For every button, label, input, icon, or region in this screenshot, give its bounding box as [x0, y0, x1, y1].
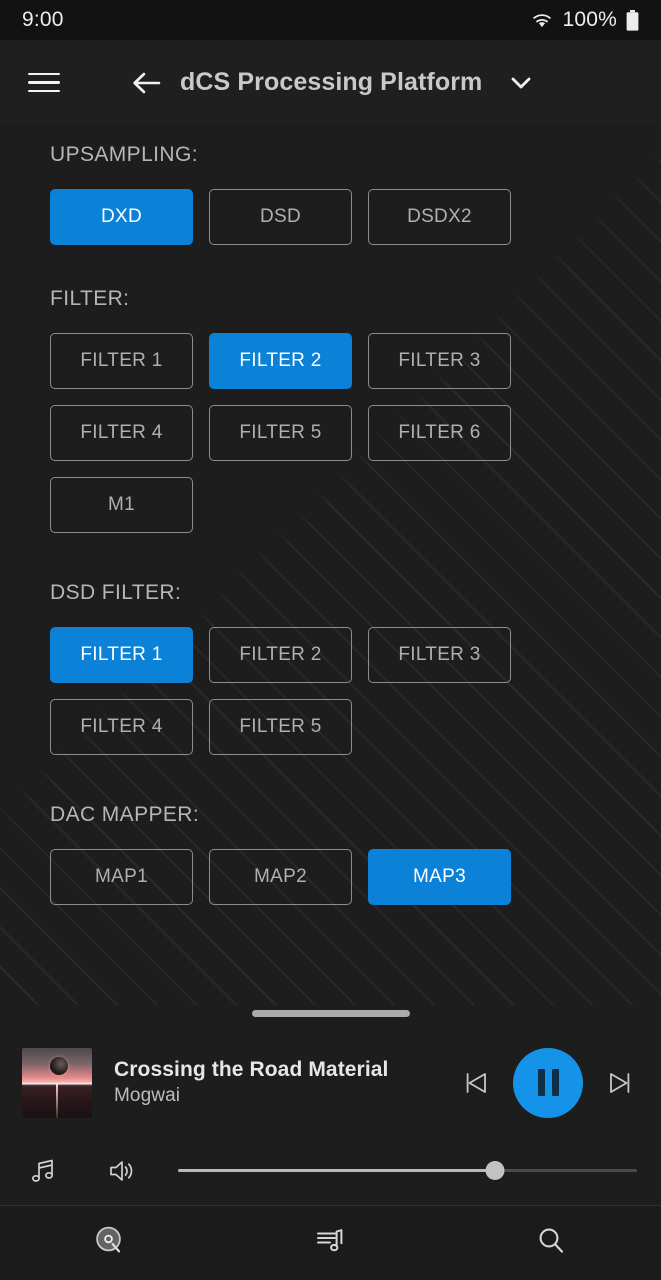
- status-bar-clock: 9:00: [22, 8, 64, 31]
- pause-bar-left: [537, 1069, 545, 1096]
- option-button[interactable]: FILTER 2: [209, 627, 352, 683]
- bottom-navigation: [0, 1206, 661, 1280]
- option-button[interactable]: MAP3: [368, 849, 511, 905]
- option-button[interactable]: DSD: [209, 189, 352, 245]
- option-button[interactable]: FILTER 3: [368, 333, 511, 389]
- track-title: Crossing the Road Material: [114, 1058, 389, 1081]
- option-button[interactable]: FILTER 6: [368, 405, 511, 461]
- option-button[interactable]: FILTER 2: [209, 333, 352, 389]
- volume-slider-fill: [178, 1169, 495, 1172]
- section-upsampling: UPSAMPLING: DXD DSD DSDX2: [50, 125, 661, 245]
- pause-button[interactable]: [513, 1047, 583, 1118]
- battery-percentage: 100%: [562, 8, 617, 31]
- pause-bar-right: [551, 1069, 559, 1096]
- wifi-icon: [531, 12, 553, 29]
- volume-slider[interactable]: [178, 1159, 637, 1183]
- battery-full-icon: [626, 9, 639, 31]
- option-button[interactable]: M1: [50, 477, 193, 533]
- bottom-nav-divider: [0, 1205, 661, 1206]
- track-metadata: Crossing the Road Material Mogwai: [114, 1058, 388, 1107]
- now-playing-bar: Crossing the Road Material Mogwai: [0, 1005, 661, 1205]
- option-button[interactable]: DXD: [50, 189, 193, 245]
- now-playing-row[interactable]: Crossing the Road Material Mogwai: [0, 1035, 661, 1130]
- option-button[interactable]: FILTER 3: [368, 627, 511, 683]
- option-grid: MAP1 MAP2 MAP3: [50, 849, 532, 905]
- drag-handle[interactable]: [251, 1010, 410, 1017]
- queue-music-icon: [313, 1224, 347, 1263]
- option-button[interactable]: MAP2: [209, 849, 352, 905]
- transport-controls: [457, 1047, 639, 1118]
- option-button[interactable]: MAP1: [50, 849, 193, 905]
- option-button[interactable]: FILTER 4: [50, 405, 193, 461]
- option-button[interactable]: FILTER 5: [209, 699, 352, 755]
- nav-search-button[interactable]: [441, 1206, 661, 1280]
- volume-slider-thumb[interactable]: [485, 1161, 505, 1180]
- music-note-icon[interactable]: [24, 1152, 62, 1190]
- status-bar-indicators: 100%: [531, 8, 639, 32]
- page-title: dCS Processing Platform: [180, 68, 483, 96]
- status-bar: 9:00 100%: [0, 0, 661, 40]
- nav-browse-button[interactable]: [0, 1206, 220, 1280]
- artwork-eclipse-shape: [50, 1056, 68, 1075]
- skip-next-icon[interactable]: [601, 1064, 639, 1102]
- option-button[interactable]: FILTER 4: [50, 699, 193, 755]
- album-artwork[interactable]: [22, 1047, 92, 1118]
- chevron-down-icon[interactable]: [504, 66, 538, 100]
- option-button[interactable]: FILTER 5: [209, 405, 352, 461]
- back-arrow-icon[interactable]: [126, 63, 166, 103]
- skip-previous-icon[interactable]: [457, 1064, 495, 1102]
- option-button[interactable]: DSDX2: [368, 189, 511, 245]
- browse-disc-icon: [93, 1224, 127, 1263]
- option-grid: FILTER 1 FILTER 2 FILTER 3 FILTER 4 FILTER 5: [50, 627, 532, 755]
- option-button[interactable]: FILTER 1: [50, 627, 193, 683]
- track-artist: Mogwai: [114, 1085, 181, 1106]
- hamburger-menu-icon[interactable]: [22, 65, 74, 101]
- option-grid: DXD DSD DSDX2: [50, 189, 532, 245]
- artwork-beam-shape: [56, 1082, 59, 1118]
- option-button[interactable]: FILTER 1: [50, 333, 193, 389]
- volume-row: [0, 1143, 661, 1198]
- section-label: DSD FILTER:: [50, 581, 182, 604]
- search-icon: [534, 1224, 568, 1263]
- section-label: DAC MAPPER:: [50, 803, 200, 826]
- nav-queue-button[interactable]: [220, 1206, 440, 1280]
- volume-icon[interactable]: [102, 1152, 140, 1190]
- section-label: FILTER:: [50, 287, 130, 310]
- section-dac-mapper: DAC MAPPER: MAP1 MAP2 MAP3: [50, 755, 661, 905]
- section-label: UPSAMPLING:: [50, 143, 198, 166]
- option-grid: FILTER 1 FILTER 2 FILTER 3 FILTER 4 FILTER 5…: [50, 333, 532, 533]
- app-bar: dCS Processing Platform: [0, 40, 661, 125]
